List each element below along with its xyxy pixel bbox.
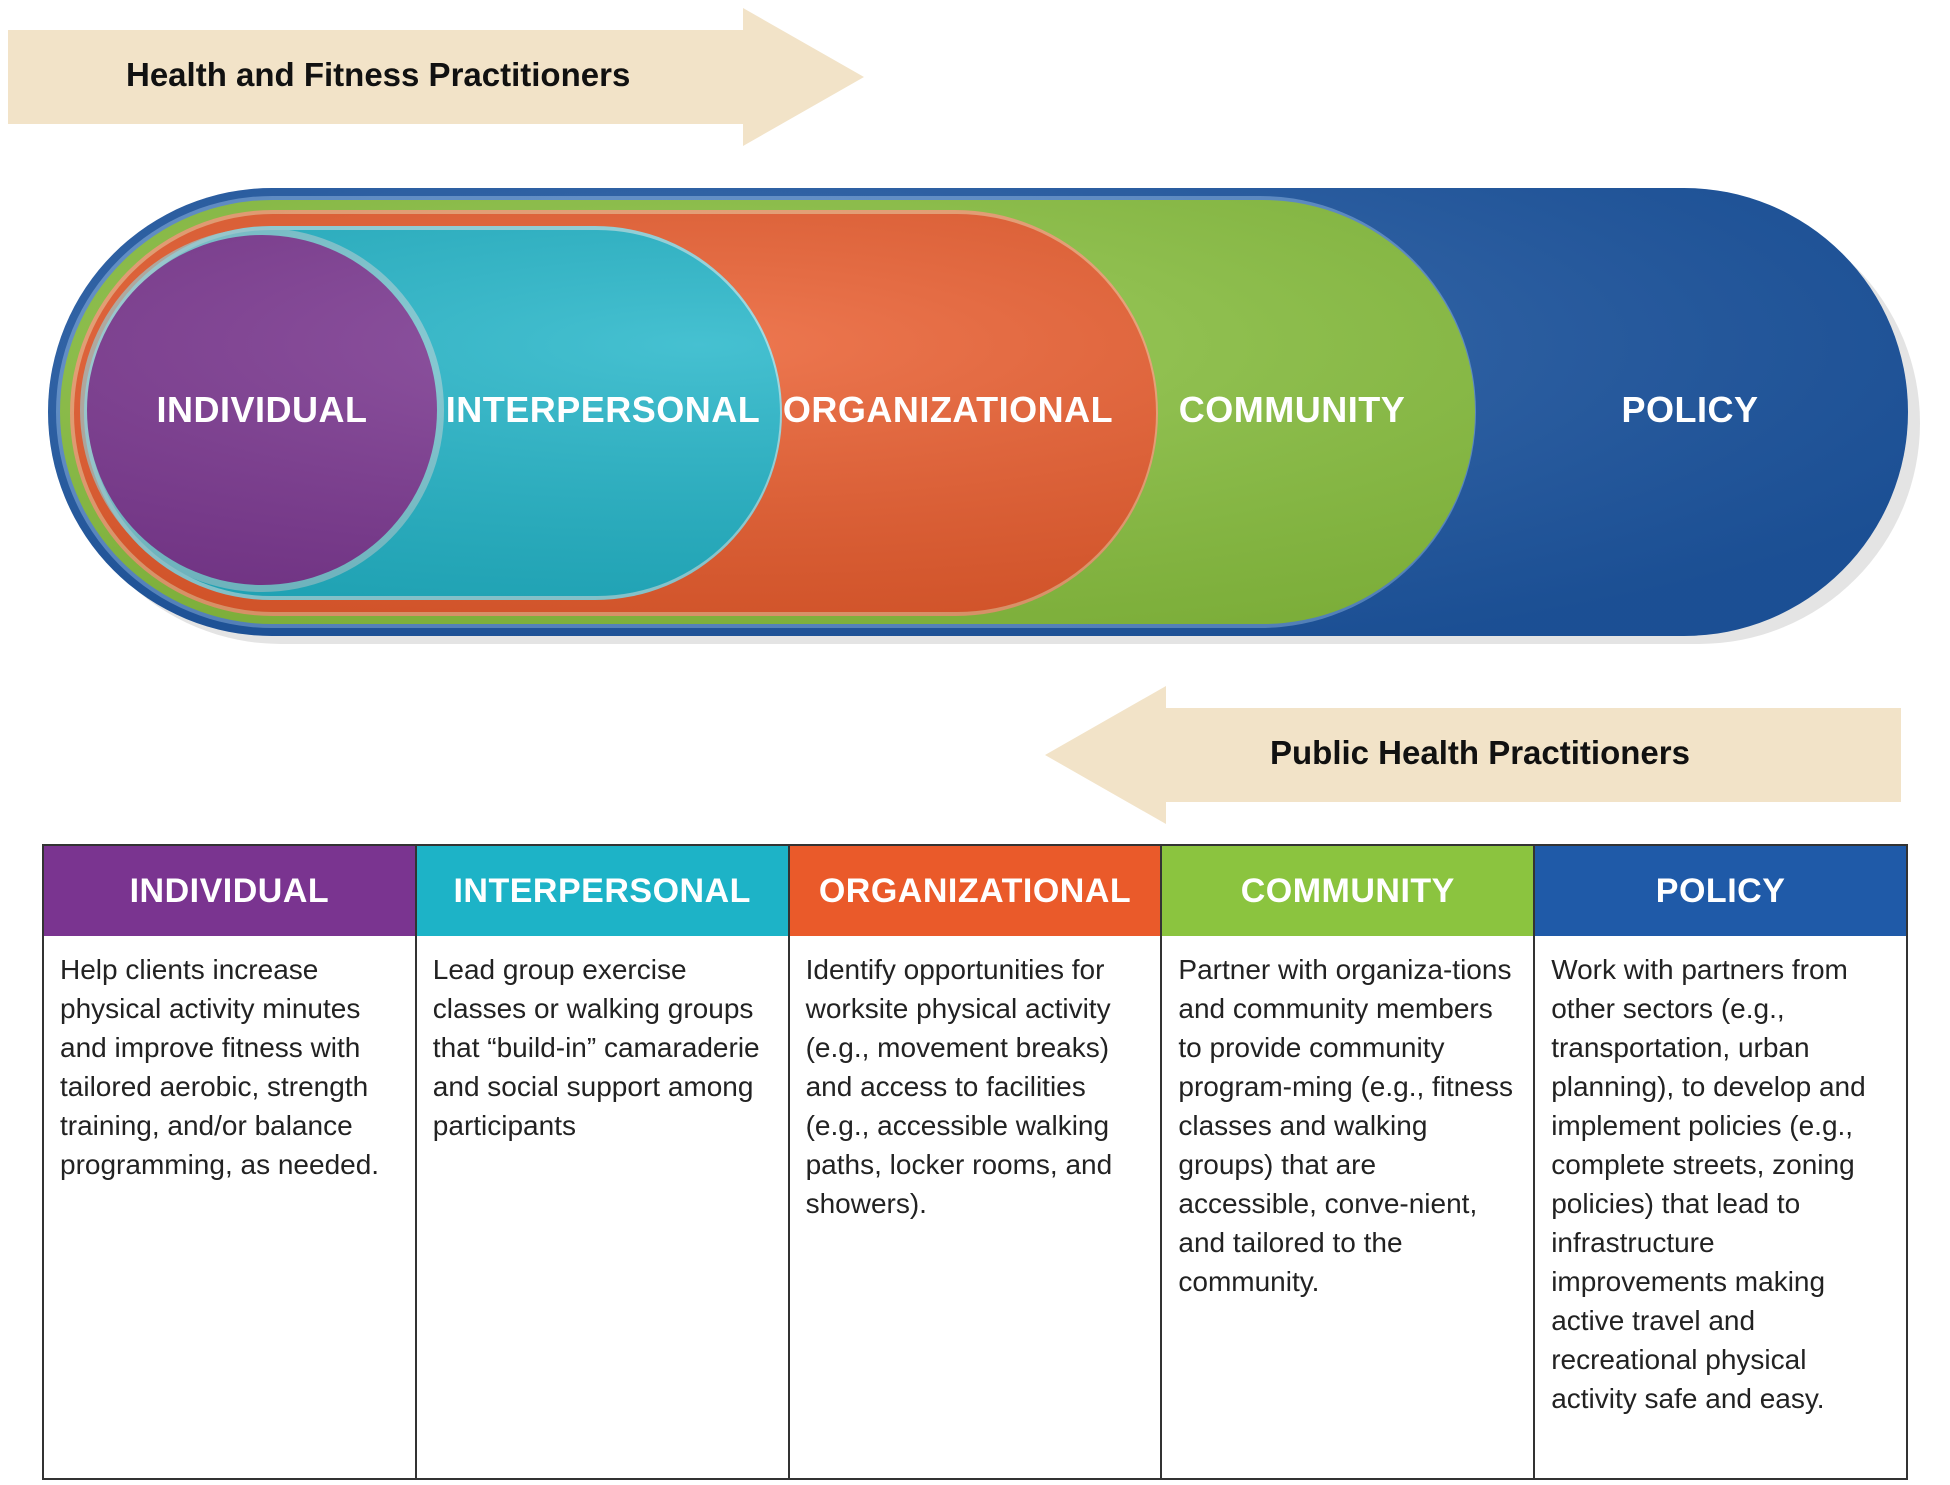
health-fitness-label: Health and Fitness Practitioners [126,56,631,93]
column-interpersonal: INTERPERSONAL Lead group exercise classe… [416,846,790,1478]
public-health-label: Public Health Practitioners [1270,734,1690,771]
column-text-policy: Work with partners from other sectors (e… [1551,954,1866,1414]
column-header-community: COMMUNITY [1162,846,1534,936]
column-text-individual: Help clients increase physical activity … [60,954,380,1180]
public-health-arrow: Public Health Practitioners [1045,686,1901,824]
ring-label-organizational: ORGANIZATIONAL [782,389,1114,430]
column-text-organizational: Identify opportunities for worksite phys… [805,954,1113,1219]
column-header-organizational: ORGANIZATIONAL [789,846,1161,936]
column-header-individual: INDIVIDUAL [44,846,415,936]
column-header-interpersonal: INTERPERSONAL [416,846,788,936]
column-individual: INDIVIDUAL Help clients increase physica… [44,846,417,1478]
column-policy: POLICY Work with partners from other sec… [1535,846,1906,1478]
arrow-shape [1045,686,1901,824]
levels-table: INDIVIDUAL Help clients increase physica… [42,844,1908,1480]
ring-label-community: COMMUNITY [1178,389,1406,430]
ring-label-interpersonal: INTERPERSONAL [445,389,761,430]
column-header-policy: POLICY [1535,846,1906,936]
column-text-interpersonal: Lead group exercise classes or walking g… [432,954,760,1141]
health-fitness-arrow: Health and Fitness Practitioners [8,8,864,146]
column-organizational: ORGANIZATIONAL Identify opportunities fo… [789,846,1163,1478]
ring-label-individual: INDIVIDUAL [156,389,368,430]
column-text-community: Partner with organiza-tions and communit… [1178,954,1513,1297]
arrow-shape [8,8,864,146]
ring-label-policy: POLICY [1621,389,1759,430]
column-community: COMMUNITY Partner with organiza-tions an… [1162,846,1536,1478]
nested-levels-graphic [48,188,1920,644]
